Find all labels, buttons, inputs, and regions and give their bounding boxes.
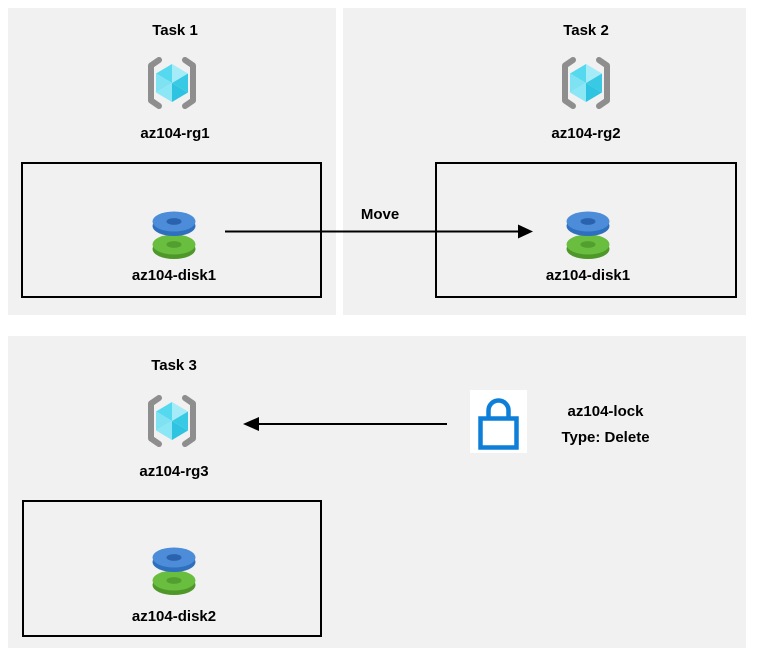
task3-title: Task 3 (151, 357, 197, 374)
move-label: Move (360, 206, 400, 223)
disk-box: az104-disk1 (435, 162, 737, 298)
disk-label: az104-disk1 (545, 267, 631, 284)
task2-panel: Task 2 az104-rg2 az104-disk1 (343, 8, 746, 315)
task1-panel: Task 1 az104-rg1 az104-disk1 (8, 8, 336, 315)
resource-group-label: az104-rg3 (139, 463, 209, 480)
disk-label: az104-disk2 (131, 608, 217, 625)
lock-name-label: az104-lock (567, 403, 644, 420)
resource-group-icon (142, 392, 202, 450)
disk-icon (145, 543, 203, 596)
disk-box: az104-disk1 (21, 162, 322, 298)
disk-label: az104-disk1 (131, 267, 217, 284)
disk-icon (559, 207, 617, 260)
resource-group-label: az104-rg2 (551, 125, 621, 142)
resource-group-icon (556, 54, 616, 112)
disk-icon (145, 207, 203, 260)
lock-type-label: Type: Delete (561, 429, 650, 446)
disk-box: az104-disk2 (22, 500, 322, 637)
padlock-icon (470, 390, 527, 453)
lock-label-block: az104-lock Type: Delete (537, 399, 674, 451)
task1-title: Task 1 (152, 22, 198, 39)
task2-title: Task 2 (563, 22, 609, 39)
task3-panel: Task 3 az104-rg3 az104-disk2 az104-lock … (8, 336, 746, 648)
lock-icon (470, 390, 527, 453)
resource-group-label: az104-rg1 (140, 125, 210, 142)
resource-group-icon (142, 54, 202, 112)
